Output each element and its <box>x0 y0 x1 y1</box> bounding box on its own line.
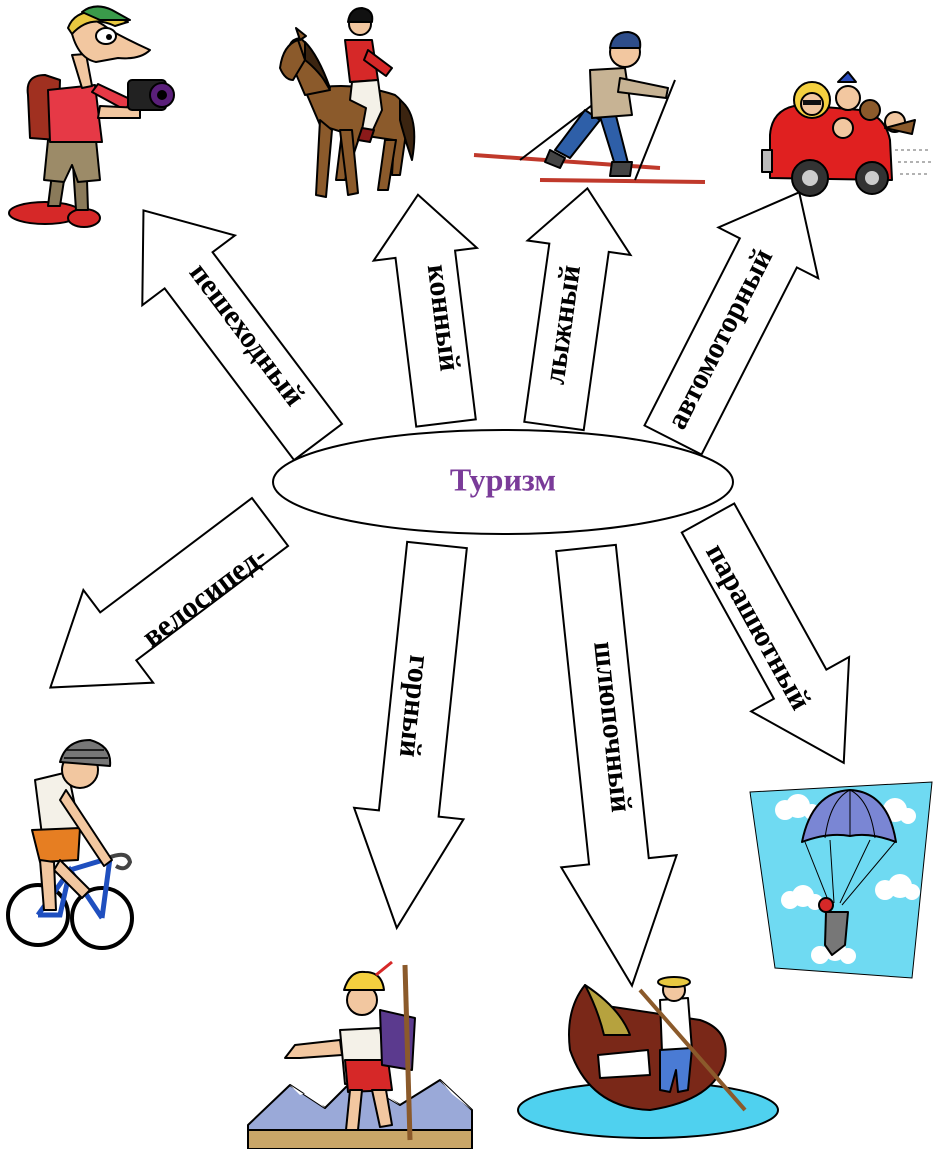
arrow-lyzhny <box>523 186 633 432</box>
arrow-parashyutny <box>680 502 851 765</box>
arrow-gorny <box>352 540 468 931</box>
horse-rider-icon <box>279 7 416 198</box>
parachutist-icon <box>749 781 933 979</box>
family-car-icon <box>761 71 932 197</box>
cyclist-icon <box>6 739 134 950</box>
arrow-avtomotorny <box>643 190 820 456</box>
arrow-konny <box>371 193 480 428</box>
center-ellipse <box>272 429 734 535</box>
gondola-boat-icon <box>517 976 779 1139</box>
center-label: Туризм <box>450 461 556 497</box>
arrow-velosiped <box>48 496 290 689</box>
hiker-with-camera-icon <box>8 5 175 228</box>
arrow-shlyupochny <box>555 543 679 988</box>
mountaineer-icon <box>247 960 473 1149</box>
arrow-peshekhodny <box>141 209 344 462</box>
skier-icon <box>473 31 706 184</box>
